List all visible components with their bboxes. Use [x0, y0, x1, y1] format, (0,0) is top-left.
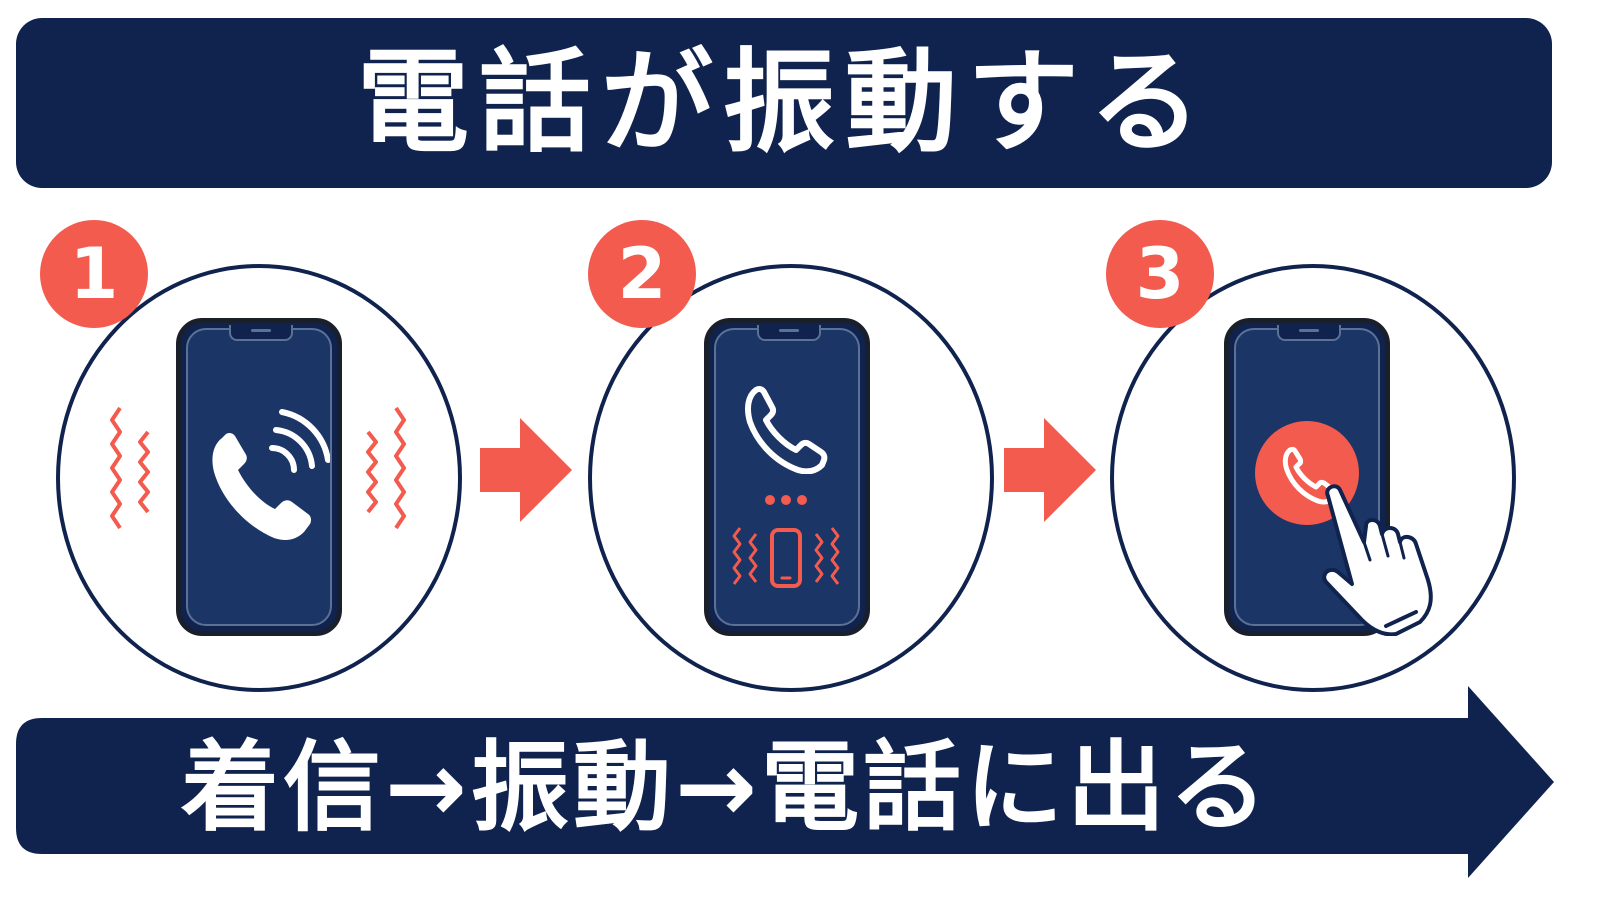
step-3-badge: 3	[1106, 220, 1214, 328]
arrow-right-icon	[1004, 418, 1096, 522]
page-title: 電話が振動する	[357, 38, 1211, 168]
title-banner: 電話が振動する	[16, 18, 1552, 188]
vibrating-phone-icon	[732, 527, 840, 588]
step-2-badge: 2	[588, 220, 696, 328]
step-2-phone-icon	[704, 318, 870, 636]
flow-text: 着信→振動→電話に出る	[180, 731, 1272, 845]
vibration-waves-right-icon	[366, 406, 406, 530]
vibration-waves-left-icon	[110, 406, 150, 530]
flow-arrow-banner	[16, 686, 1554, 878]
arrow-right-icon	[480, 418, 572, 522]
step-1-badge: 1	[40, 220, 148, 328]
ringing-phone-icon	[212, 409, 330, 540]
ellipsis-dots-icon	[765, 495, 807, 505]
pointing-hand-icon	[1322, 484, 1433, 636]
phone-handset-icon	[745, 385, 828, 474]
step-1-phone-icon	[176, 318, 342, 636]
